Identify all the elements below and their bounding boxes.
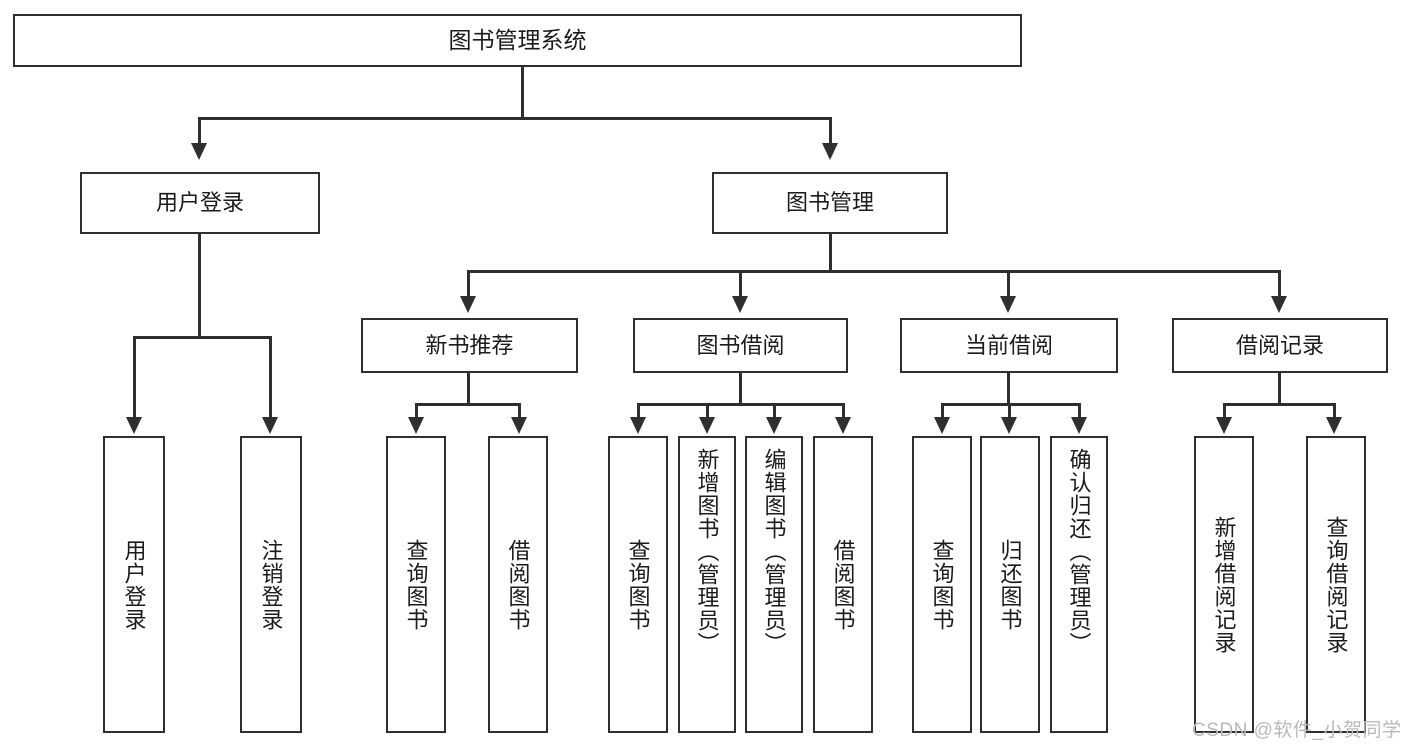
node-leaf-confirm-return[interactable]: 确认归还（管理员） [1050,436,1108,733]
edge-br-drop-2 [1333,403,1336,419]
node-label: 编辑图书（管理员） [761,448,787,655]
node-leaf-add-borrow-record[interactable]: 新增借阅记录 [1194,436,1254,733]
node-label: 图书借阅 [696,332,785,358]
arrow-leaf-add-book [699,417,715,434]
arrow-leaf-query-book-2 [630,417,646,434]
watermark-text: CSDN @软件_小贺同学 [1192,720,1402,741]
edge-nbr-drop-1 [415,403,418,419]
node-leaf-edit-book[interactable]: 编辑图书（管理员） [745,436,803,733]
edge-new-book-recommend-bar [415,403,521,406]
arrow-leaf-add-borrow-record [1216,417,1232,434]
node-leaf-query-borrow-record[interactable]: 查询借阅记录 [1306,436,1366,733]
arrow-leaf-logout-login [262,417,278,434]
node-leaf-user-login[interactable]: 用户登录 [103,436,165,733]
arrow-to-borrow-record [1271,296,1287,313]
edge-bb-drop-2 [706,403,709,419]
arrow-leaf-query-borrow-record [1326,417,1342,434]
node-label: 归还图书 [997,538,1023,631]
edge-borrow-record-bar [1223,403,1336,406]
edge-to-borrow-record [1278,270,1281,298]
arrow-leaf-edit-book [766,417,782,434]
edge-to-book-borrow [739,270,742,298]
edge-nbr-drop-2 [518,403,521,419]
node-label: 注销登录 [258,538,284,631]
node-leaf-borrow-book-1[interactable]: 借阅图书 [488,436,548,733]
node-label: 借阅记录 [1235,332,1324,358]
edge-to-book-management [829,117,832,145]
node-label: 新增图书（管理员） [694,448,720,655]
edge-book-borrow-bar [637,403,845,406]
node-label: 当前借阅 [964,332,1053,358]
node-label: 新书推荐 [425,332,514,358]
node-label: 查询图书 [403,538,429,631]
arrow-to-book-borrow [732,296,748,313]
node-label: 用户登录 [155,190,244,216]
edge-cb-drop-1 [941,403,944,419]
edge-level2-bar [198,117,832,120]
node-label: 查询图书 [625,538,651,631]
node-label: 查询图书 [929,538,955,631]
node-label: 确认归还（管理员） [1066,448,1092,655]
node-leaf-query-book-3[interactable]: 查询图书 [912,436,972,733]
node-label: 用户登录 [121,538,147,631]
node-leaf-add-book[interactable]: 新增图书（管理员） [678,436,736,733]
arrow-leaf-query-book-1 [408,417,424,434]
arrow-leaf-borrow-book-2 [835,417,851,434]
node-user-login[interactable]: 用户登录 [80,172,320,234]
node-current-borrow[interactable]: 当前借阅 [900,318,1118,373]
edge-level3-bar [467,270,1281,273]
edge-bb-drop-4 [842,403,845,419]
edge-book-management-stem [829,234,832,272]
edge-user-login-stem [198,234,201,338]
edge-br-drop-1 [1223,403,1226,419]
arrow-leaf-query-book-3 [934,417,950,434]
edge-bb-drop-1 [637,403,640,419]
edge-bb-drop-3 [773,403,776,419]
edge-cb-drop-3 [1078,403,1081,419]
node-leaf-return-book[interactable]: 归还图书 [980,436,1040,733]
edge-to-current-borrow [1007,270,1010,298]
node-label: 新增借阅记录 [1211,515,1237,654]
arrow-leaf-user-login [126,417,142,434]
edge-book-borrow-stem [739,373,742,405]
arrow-to-user-login [191,143,207,160]
edge-cb-drop-2 [1008,403,1011,419]
edge-user-login-drop-1 [133,336,136,419]
edge-to-new-book-recommend [467,270,470,298]
node-root-system[interactable]: 图书管理系统 [13,14,1022,67]
node-label: 图书管理系统 [448,26,587,53]
arrow-leaf-confirm-return [1071,417,1087,434]
arrow-to-book-management [822,143,838,160]
edge-current-borrow-bar [941,403,1081,406]
node-label: 借阅图书 [830,538,856,631]
node-leaf-logout-login[interactable]: 注销登录 [240,436,302,733]
node-borrow-record[interactable]: 借阅记录 [1172,318,1388,373]
node-leaf-query-book-2[interactable]: 查询图书 [608,436,668,733]
node-leaf-borrow-book-2[interactable]: 借阅图书 [813,436,873,733]
arrow-to-current-borrow [1000,296,1016,313]
node-book-borrow[interactable]: 图书借阅 [633,318,848,373]
arrow-leaf-borrow-book-1 [511,417,527,434]
node-book-management[interactable]: 图书管理 [712,172,948,234]
edge-user-login-bar [133,336,271,339]
edge-user-login-drop-2 [269,336,272,419]
edge-to-user-login [198,117,201,145]
arrow-leaf-return-book [1001,417,1017,434]
node-label: 图书管理 [785,190,874,216]
node-new-book-recommend[interactable]: 新书推荐 [361,318,578,373]
arrow-to-new-book-recommend [460,296,476,313]
edge-new-book-recommend-stem [467,373,470,405]
node-leaf-query-book-1[interactable]: 查询图书 [386,436,446,733]
edge-current-borrow-stem [1007,373,1010,405]
edge-root-stem [521,67,524,117]
node-label: 借阅图书 [505,538,531,631]
edge-borrow-record-stem [1278,373,1281,405]
node-label: 查询借阅记录 [1323,515,1349,654]
